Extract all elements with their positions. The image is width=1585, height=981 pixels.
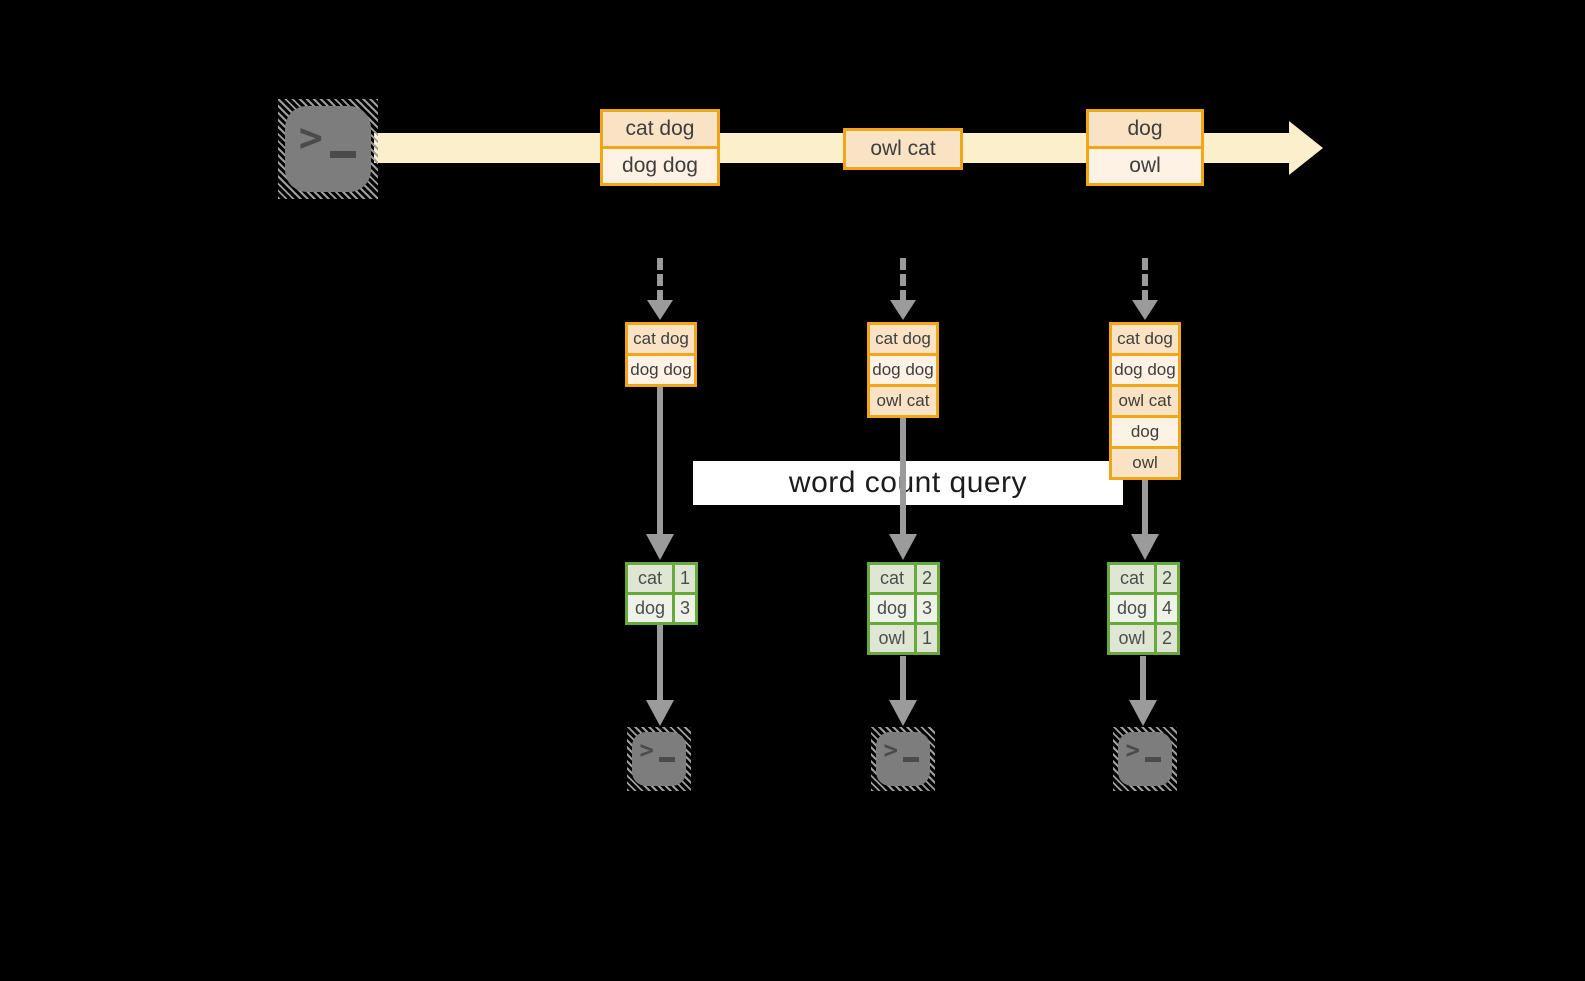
- arrow-head-icon: [889, 534, 917, 560]
- count-row: dog 3: [625, 592, 698, 625]
- buffer-cell: dog dog: [625, 353, 697, 387]
- word-cell: owl: [867, 622, 917, 655]
- buffer-cell: cat dog: [1109, 322, 1181, 356]
- terminal-prompt-chevron-icon: >: [639, 736, 654, 765]
- arrow-head-icon: [1131, 534, 1159, 560]
- stream-event-line: dog dog: [600, 146, 720, 186]
- count-table: cat 2 dog 3 owl 1: [867, 562, 940, 655]
- arrow-shaft: [900, 656, 906, 704]
- count-table: cat 1 dog 3: [625, 562, 698, 625]
- word-cell: cat: [1107, 562, 1157, 595]
- terminal-prompt-chevron-icon: >: [1125, 736, 1140, 765]
- word-cell: dog: [1107, 592, 1157, 625]
- terminal-screen: >: [876, 732, 930, 786]
- count-cell: 1: [672, 562, 698, 595]
- count-row: dog 4: [1107, 592, 1180, 625]
- count-cell: 2: [1154, 622, 1180, 655]
- buffer-cell: cat dog: [625, 322, 697, 356]
- terminal-screen: >: [632, 732, 686, 786]
- word-cell: cat: [625, 562, 675, 595]
- buffer-cell: cat dog: [867, 322, 939, 356]
- dashed-arrow-shaft: [1142, 258, 1148, 302]
- count-row: owl 1: [867, 622, 940, 655]
- word-cell: owl: [1107, 622, 1157, 655]
- count-row: cat 2: [867, 562, 940, 595]
- arrow-head-icon: [889, 700, 917, 726]
- count-row: cat 1: [625, 562, 698, 595]
- count-cell: 1: [914, 622, 940, 655]
- count-cell: 3: [672, 592, 698, 625]
- stream-event-box: dog owl: [1086, 109, 1204, 186]
- buffer-box: cat dog dog dog owl cat: [867, 322, 939, 418]
- terminal-screen: >: [285, 106, 371, 192]
- terminal-prompt-chevron-icon: >: [298, 114, 323, 161]
- stream-event-line: dog: [1086, 109, 1204, 149]
- stream-event-line: cat dog: [600, 109, 720, 149]
- count-row: owl 2: [1107, 622, 1180, 655]
- terminal-icon: >: [871, 727, 935, 791]
- buffer-cell: owl: [1109, 446, 1181, 480]
- count-row: dog 3: [867, 592, 940, 625]
- terminal-prompt-chevron-icon: >: [883, 736, 898, 765]
- terminal-icon: >: [1113, 727, 1177, 791]
- terminal-cursor-icon: [903, 756, 919, 762]
- arrow-head-icon: [647, 300, 673, 320]
- arrow-head-icon: [890, 300, 916, 320]
- stream-event-box: owl cat: [843, 128, 963, 170]
- stream-event-line: owl: [1086, 146, 1204, 186]
- buffer-cell: owl cat: [1109, 384, 1181, 418]
- count-table: cat 2 dog 4 owl 2: [1107, 562, 1180, 655]
- terminal-cursor-icon: [329, 150, 356, 158]
- buffer-box: cat dog dog dog owl cat dog owl: [1109, 322, 1181, 480]
- dashed-arrow-shaft: [900, 258, 906, 302]
- buffer-cell: dog dog: [1109, 353, 1181, 387]
- word-cell: dog: [867, 592, 917, 625]
- terminal-cursor-icon: [1145, 756, 1161, 762]
- stream-band-arrowhead-icon: [1289, 121, 1323, 175]
- word-cell: dog: [625, 592, 675, 625]
- dashed-arrow-shaft: [657, 258, 663, 302]
- arrow-head-icon: [1129, 700, 1157, 726]
- count-cell: 3: [914, 592, 940, 625]
- arrow-shaft: [1142, 479, 1148, 538]
- stream-event-line: owl cat: [843, 128, 963, 170]
- terminal-screen: >: [1118, 732, 1172, 786]
- arrow-head-icon: [646, 700, 674, 726]
- terminal-icon: >: [627, 727, 691, 791]
- arrow-shaft: [657, 386, 663, 538]
- count-cell: 4: [1154, 592, 1180, 625]
- arrow-head-icon: [646, 534, 674, 560]
- arrow-shaft: [1140, 656, 1146, 704]
- buffer-cell: dog dog: [867, 353, 939, 387]
- arrow-shaft: [657, 624, 663, 704]
- count-cell: 2: [1154, 562, 1180, 595]
- count-row: cat 2: [1107, 562, 1180, 595]
- query-label: word count query: [693, 461, 1123, 505]
- buffer-cell: dog: [1109, 415, 1181, 449]
- terminal-icon: >: [278, 99, 378, 199]
- word-cell: cat: [867, 562, 917, 595]
- stream-event-box: cat dog dog dog: [600, 109, 720, 186]
- buffer-cell: owl cat: [867, 384, 939, 418]
- buffer-box: cat dog dog dog: [625, 322, 697, 387]
- arrow-shaft: [900, 417, 906, 538]
- arrow-head-icon: [1132, 300, 1158, 320]
- terminal-cursor-icon: [659, 756, 675, 762]
- count-cell: 2: [914, 562, 940, 595]
